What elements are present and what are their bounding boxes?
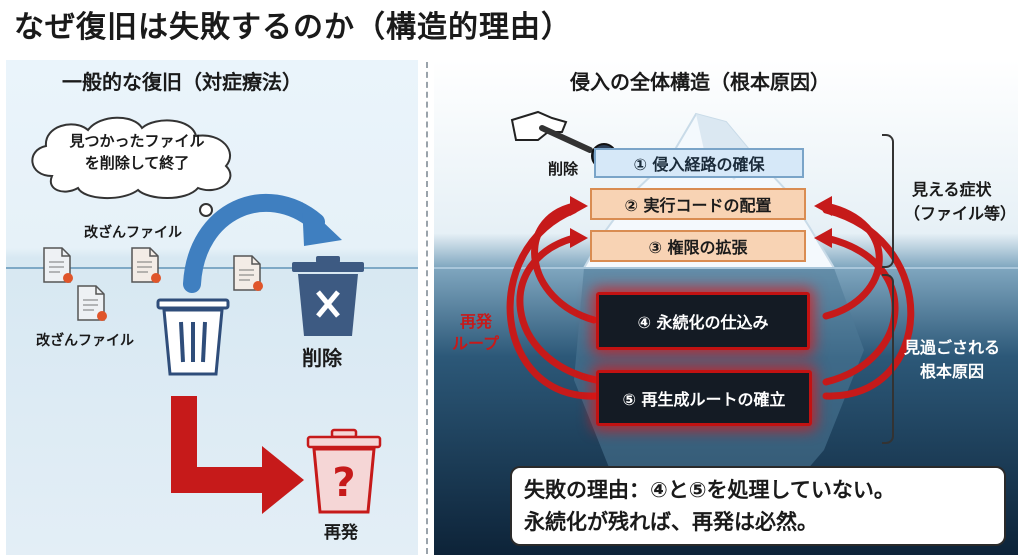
thought-text: 見つかったファイル を削除して終了 [42, 130, 232, 174]
reason-line-2: 永続化が残れば、再発は必然。 [524, 510, 818, 534]
visible-brace [882, 134, 894, 268]
loop-label-2: ループ [452, 334, 500, 353]
tampered-file-icon [131, 247, 161, 283]
hidden-brace [882, 274, 894, 444]
thought-line-2: を削除して終了 [84, 154, 190, 172]
page-title: なぜ復旧は失敗するのか（構造的理由） [14, 10, 572, 45]
recur-trash-icon: ? [306, 428, 382, 514]
step-5-box: ⑤ 再生成ルートの確立 [596, 370, 812, 426]
svg-text:?: ? [332, 460, 355, 506]
right-panel-heading: 侵入の全体構造（根本原因） [570, 70, 830, 94]
visible-symptom-label-2: （ファイル等） [904, 204, 1017, 223]
waterline [6, 267, 418, 269]
tampered-file-icon [43, 247, 73, 283]
step-1-box: ① 侵入経路の確保 [594, 148, 804, 178]
thought-line-1: 見つかったファイル [69, 132, 205, 150]
recur-loop-arrows [506, 196, 915, 400]
blue-curved-arrow [183, 193, 342, 293]
left-panel-heading: 一般的な復旧（対症療法） [62, 70, 302, 94]
waterline [434, 267, 1018, 269]
delete-trash-icon [292, 256, 364, 336]
visible-symptom-label-1: 見える症状 [912, 180, 992, 199]
red-recur-arrow [171, 396, 304, 514]
tampered-file-icon [233, 255, 263, 291]
failure-reason-box: 失敗の理由：④と⑤を処理していない。 永続化が残れば、再発は必然。 [510, 466, 1006, 546]
step-3-box: ③ 権限の拡張 [590, 230, 806, 262]
symptomatic-recovery-panel: 一般的な復旧（対症療法） 見つかったファイル を削除して終了 改ざんファイル 改… [6, 60, 418, 555]
step-4-box: ④ 永続化の仕込み [596, 292, 810, 350]
loop-label-1: 再発 [460, 312, 493, 331]
tampered-file-icon [77, 285, 107, 321]
overlooked-label-2: 根本原因 [920, 362, 985, 381]
step-2-box: ② 実行コードの配置 [590, 188, 806, 220]
reason-line-1: 失敗の理由：④と⑤を処理していない。 [524, 478, 895, 502]
overlooked-label-1: 見過ごされる [904, 338, 1001, 357]
tampered-file-label-top: 改ざんファイル [84, 225, 182, 241]
trash-can-icon [156, 298, 230, 376]
panel-divider [426, 62, 428, 554]
delete-label: 削除 [302, 346, 342, 370]
tampered-file-label-bottom: 改ざんファイル [36, 333, 134, 349]
recur-label: 再発 [324, 523, 358, 543]
right-delete-label: 削除 [548, 160, 579, 178]
